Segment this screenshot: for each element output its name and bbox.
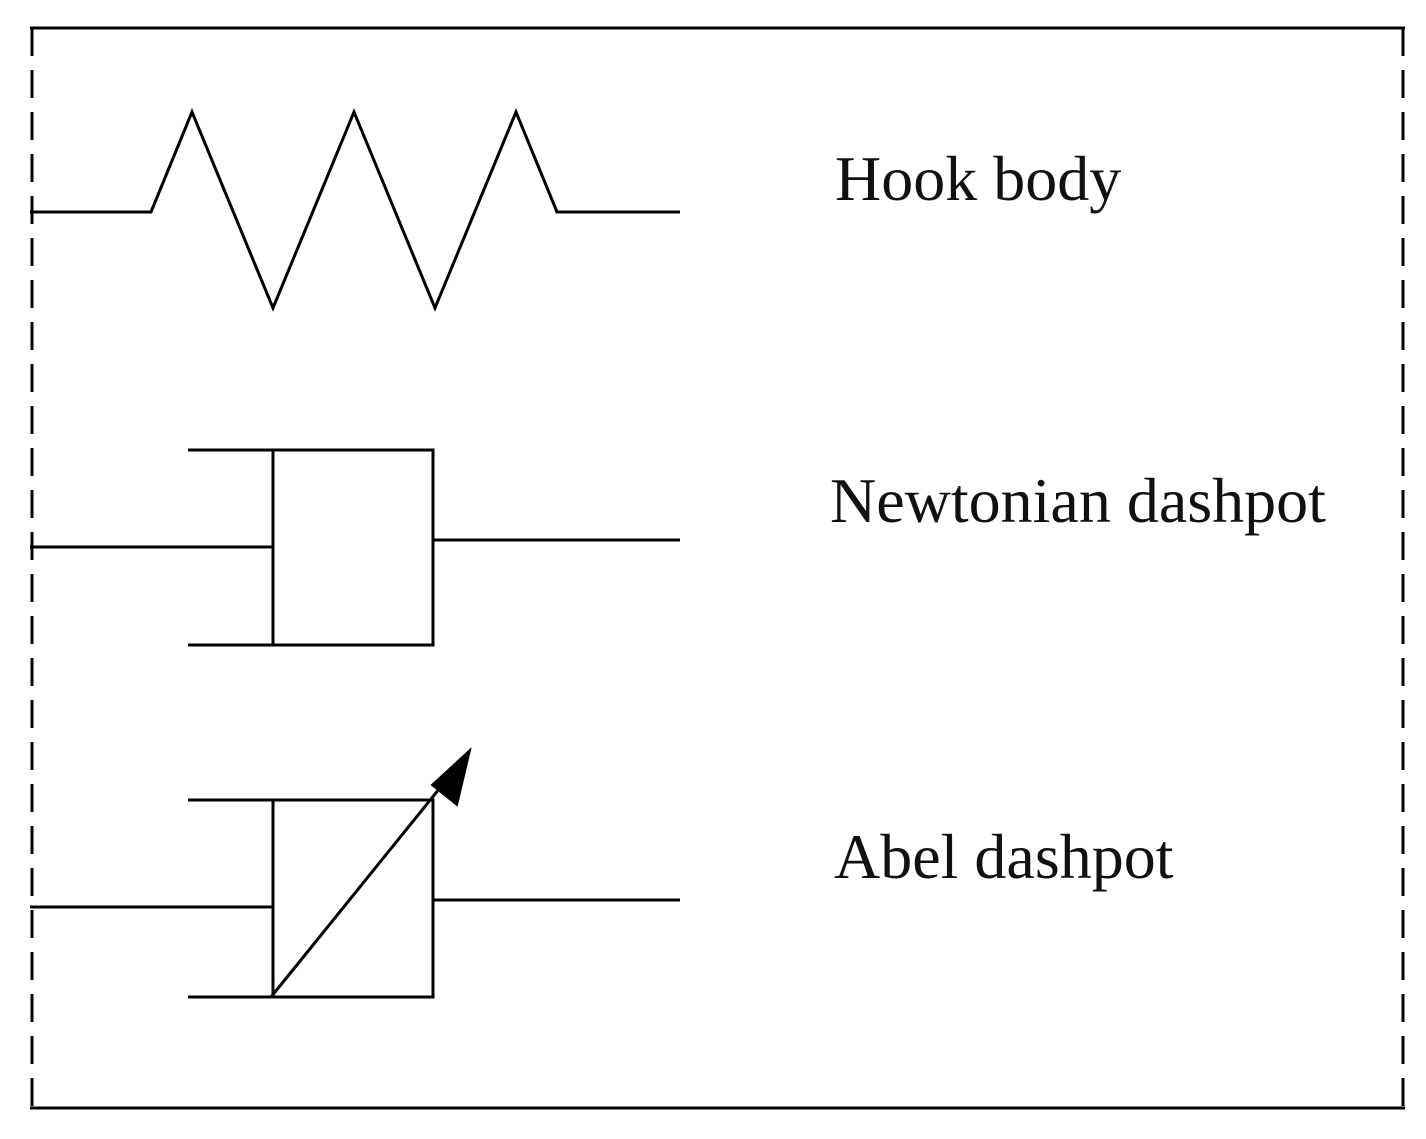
abel-dashpot-label: Abel dashpot (834, 821, 1174, 892)
abel-cylinder (188, 798, 435, 999)
abel-dashpot-symbol (30, 747, 680, 999)
newtonian-dashpot-symbol (30, 448, 680, 647)
spring-zigzag (30, 108, 680, 312)
legend-frame (30, 26, 1405, 1110)
newtonian-dashpot-label: Newtonian dashpot (830, 465, 1326, 536)
hook-body-symbol (30, 108, 680, 312)
dashpot-cylinder (188, 448, 435, 647)
abel-arrow-head-icon (430, 747, 472, 807)
hook-body-label: Hook body (835, 143, 1121, 214)
abel-arrow-shaft (269, 777, 450, 998)
